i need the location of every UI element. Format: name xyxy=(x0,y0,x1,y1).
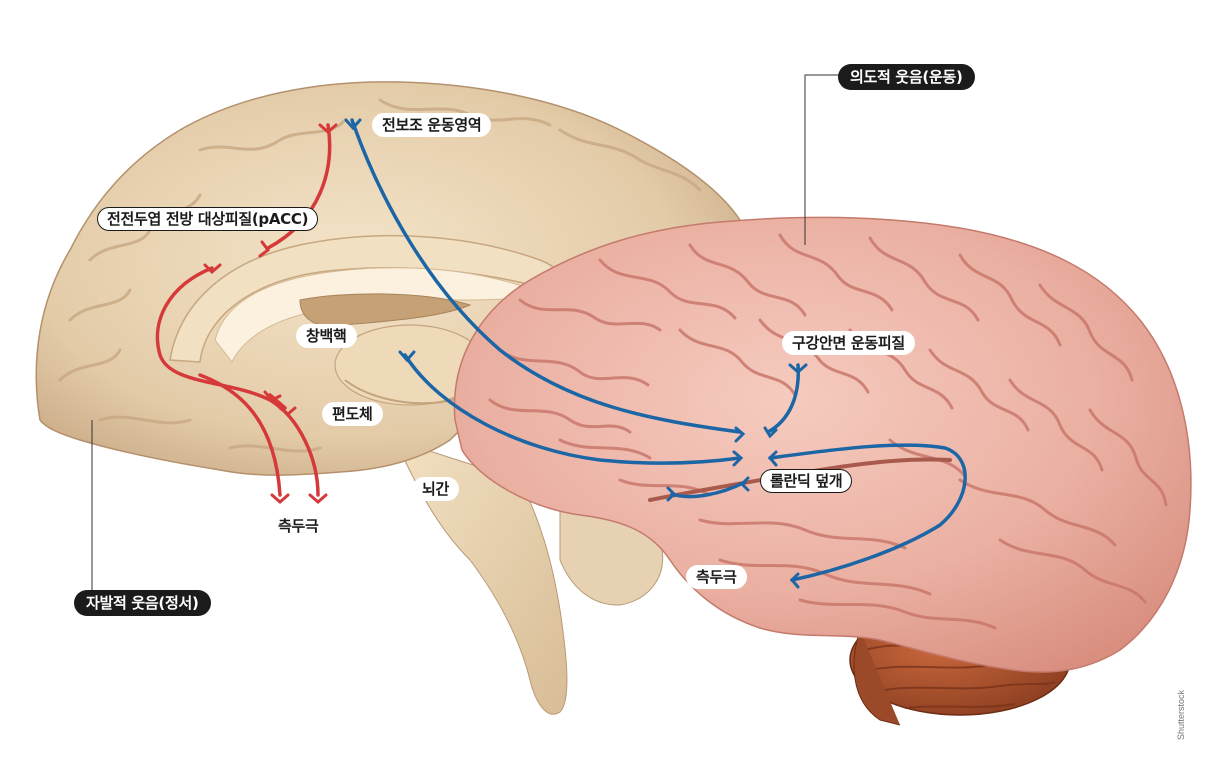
legend-spontaneous: 자발적 웃음(정서) xyxy=(74,590,211,616)
label-pacc: 전전두엽 전방 대상피질(pACC) xyxy=(97,207,319,231)
ventricle xyxy=(299,293,472,327)
lateral-brain xyxy=(453,216,1192,673)
label-premotor: 전보조 운동영역 xyxy=(372,113,492,137)
voluntary-pathway xyxy=(344,118,967,589)
legend-voluntary: 의도적 웃음(운동) xyxy=(838,64,975,90)
label-amygdala: 편도체 xyxy=(322,402,383,426)
label-temporal-pole-right: 측두극 xyxy=(686,565,747,589)
lateral-hemisphere-shape xyxy=(453,216,1192,673)
label-oral-facial-motor: 구강안면 운동피질 xyxy=(782,331,915,355)
spontaneous-pathway xyxy=(155,123,338,504)
label-temporal-pole-left: 측두극 xyxy=(268,514,329,538)
brainstem-shape xyxy=(394,439,568,715)
label-brainstem: 뇌간 xyxy=(412,477,460,501)
label-striatum: 창백핵 xyxy=(296,324,357,348)
credit-text: Shutterstock xyxy=(1176,689,1186,740)
label-rolandic: 롤란딕 덮개 xyxy=(760,469,853,493)
